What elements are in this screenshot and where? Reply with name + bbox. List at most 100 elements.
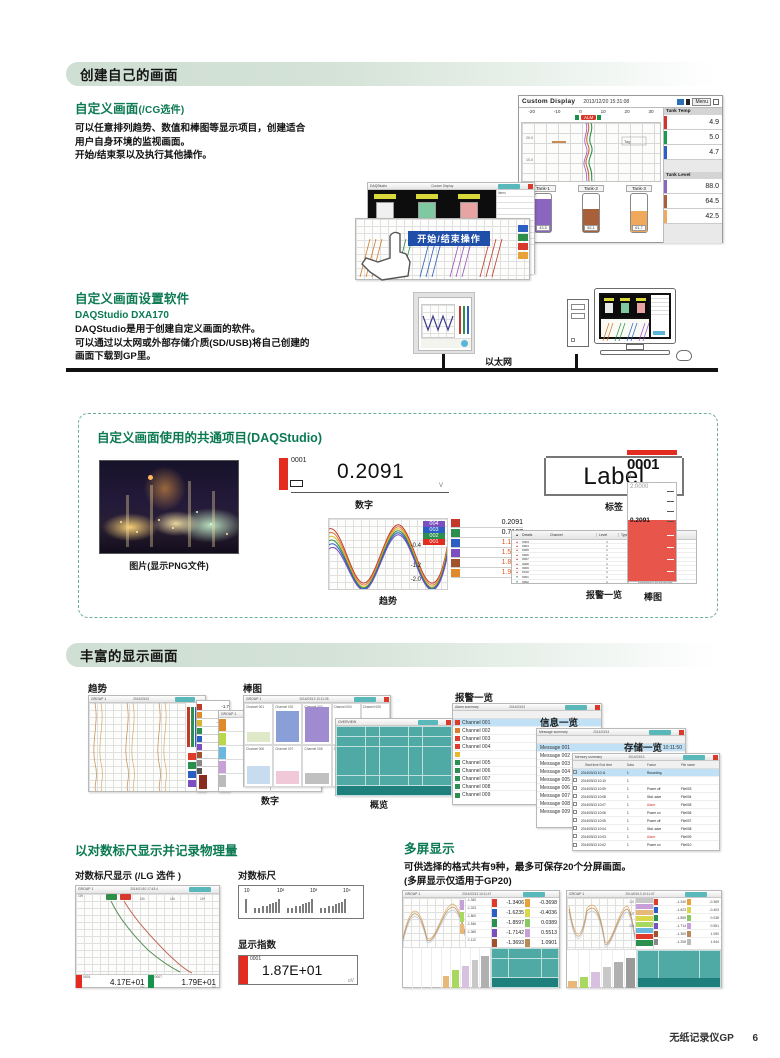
monitor-base	[600, 350, 670, 355]
close-icon[interactable]	[446, 720, 451, 725]
list-item[interactable]: Channel 005	[453, 759, 601, 767]
panel-a-value: -1.7142	[506, 929, 524, 936]
menu-button[interactable]: Menu	[692, 97, 711, 106]
close-icon[interactable]	[384, 697, 389, 702]
panel-value: 5.0	[709, 133, 719, 141]
grid-icon	[713, 98, 719, 105]
custom-screen-body-line-1: 可以任意排列趋势、数值和棒图等显示项目，创建适合	[75, 123, 306, 134]
list-item[interactable]: Channel 007	[453, 775, 601, 783]
device-axis-ticks: -20 -10 0 10 20 30	[528, 109, 654, 114]
close-icon[interactable]	[595, 705, 600, 710]
digital-value: 0.2091	[337, 460, 405, 483]
page-footer: 无纸记录仪GP 6	[669, 1029, 758, 1044]
log-value: 1.79E+01	[181, 978, 216, 987]
list-item[interactable]: Channel 001	[453, 719, 601, 727]
ethernet-bus-line	[66, 368, 718, 372]
panel-value: 88.0	[705, 182, 719, 190]
rich-trend-svg	[93, 703, 167, 791]
svg-text:10²: 10²	[140, 897, 146, 901]
ethernet-label: 以太网	[485, 357, 513, 367]
tank-label: Tank-2	[578, 185, 604, 192]
rich-trend-caption: 趋势	[88, 684, 108, 695]
common-items-panel: 自定义画面使用的共通项目(DAQStudio) 图片(显示PNG文件) 0001…	[78, 413, 718, 618]
multi-screen-text-block: 多屏显示 可供选择的格式共有9种，最多可保存20个分屏画面。 (多屏显示仅适用于…	[404, 838, 724, 888]
list-item[interactable]: Channel 009	[453, 791, 601, 799]
digital-status-box	[290, 480, 303, 487]
exponent-value: 1.87E+01	[262, 962, 323, 978]
ruler-tick-label: 10³	[310, 888, 318, 894]
label-caption: 标签	[604, 502, 623, 512]
close-icon[interactable]	[713, 755, 718, 760]
daqstudio-body-line-1: DAQStudio是用于创建自定义画面的软件。	[75, 324, 261, 335]
ruler-tick-label: 10⁴	[343, 888, 351, 894]
ruler-tick-label: 10	[244, 888, 250, 894]
log-value-unit: uV	[211, 985, 216, 989]
rich-overview-window[interactable]: OVERVIEW	[335, 718, 453, 796]
operation-button-label[interactable]: 开始/结束操作	[408, 231, 490, 246]
daqstudio-body-line-2: 可以通过以太网或外部存储介质(SD/USB)将自己创建的	[75, 337, 310, 349]
log-value-tag: 0007	[154, 975, 163, 979]
log-exponent-caption: 显示指数	[238, 940, 277, 951]
mouse-icon	[676, 350, 692, 361]
ruler-tick-label: 10²	[277, 888, 285, 894]
rich-bargraph-caption: 棒图	[243, 684, 263, 695]
monitor-icon	[594, 288, 676, 344]
rich-digital-caption: 数字	[260, 796, 279, 806]
cursor-marker-green	[575, 115, 579, 120]
gp-device-illustration	[413, 292, 475, 354]
log-scale-ruler-caption: 对数标尺	[238, 871, 277, 882]
svg-text:10.0: 10.0	[526, 158, 533, 162]
channel-color-swatch	[664, 115, 667, 129]
custom-display-device-screen[interactable]: Custom Display 2013/12/20 15:31:08 Menu …	[518, 95, 723, 243]
list-item[interactable]: Channel 002	[453, 727, 601, 735]
panel-value: 4.7	[709, 148, 719, 156]
list-item[interactable]	[453, 751, 601, 759]
photo-widget	[99, 460, 239, 554]
label-widget: Label	[544, 456, 684, 496]
exponent-alarm-bar	[239, 956, 248, 984]
rich-message-caption: 信息一览	[540, 718, 579, 729]
multi-screen-body-line-2: (多屏显示仅适用于GP20)	[404, 875, 512, 887]
panel-a-value: -1.3406	[506, 899, 524, 906]
alarm-header: Channel	[550, 533, 563, 537]
trend-waves-svg	[329, 524, 447, 589]
bargraph-scale-top: 2.0000	[630, 484, 649, 490]
list-item[interactable]: Channel 006	[453, 767, 601, 775]
tank-value: 43.5	[536, 225, 550, 231]
log-scale-display-caption: 对数标尺显示 (/LG 选件 )	[75, 871, 182, 882]
alarm-header: Details	[522, 533, 533, 537]
list-item[interactable]: Channel 003	[453, 735, 601, 743]
trend-caption: 趋势	[378, 596, 397, 606]
monitor-stand	[626, 344, 644, 350]
alarm-tag: ALM	[581, 115, 597, 120]
tank-value: 52.1	[584, 225, 598, 231]
list-item[interactable]: Channel 004	[453, 743, 601, 751]
footer-title: 无纸记录仪GP	[669, 1033, 734, 1044]
tank-value: 61.7	[632, 225, 646, 231]
close-icon[interactable]	[679, 730, 684, 735]
daqstudio-body-line-3: 画面下载到GP里。	[75, 351, 157, 362]
close-icon[interactable]	[528, 184, 533, 189]
list-item[interactable]: Channel 008	[453, 783, 601, 791]
